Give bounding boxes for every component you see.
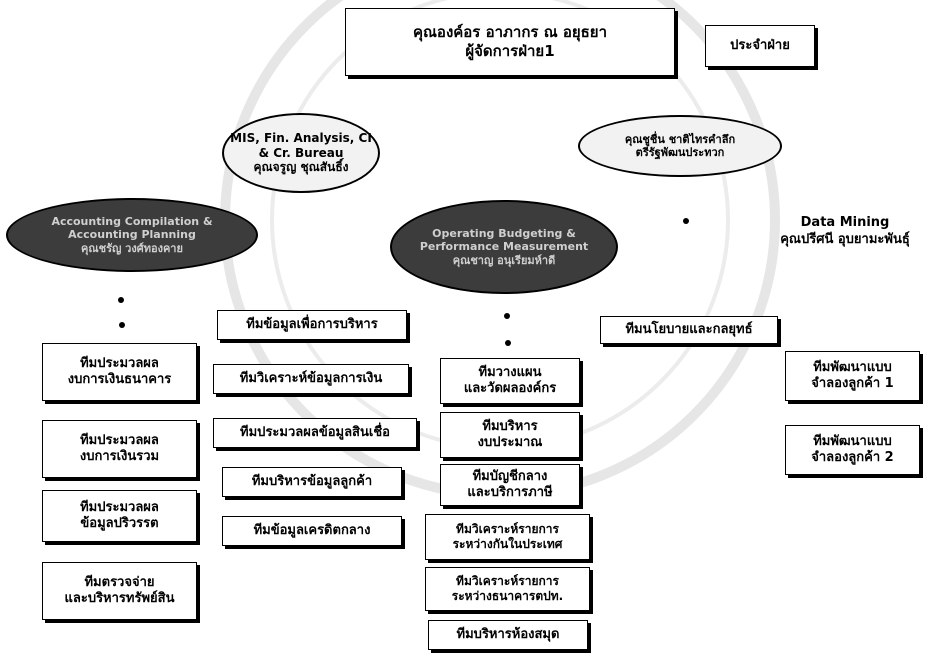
operating-unit-ellipse: Operating Budgeting & Performance Measur… — [390, 200, 618, 294]
team-box-mis-2: ทีมวิเคราะห์ข้อมูลการเงิน — [213, 364, 409, 394]
right-dept-ellipse: คุณชูชื่น ชาติไทรคำลึก ตรีรัฐพัฒนประทวก — [578, 115, 782, 177]
team-box-mis-5: ทีมข้อมูลเครดิตกลาง — [222, 516, 402, 546]
department-staff-label: ประจำฝ่าย — [730, 37, 790, 53]
team-box-accounting-3: ทีมประมวลผล ข้อมูลปริวรรต — [42, 490, 197, 542]
team-box-operating-3: ทีมบัญชีกลาง และบริการภาษี — [440, 464, 580, 506]
mis-unit-ellipse: MIS, Fin. Analysis, CI & Cr. Bureau คุณจ… — [222, 113, 380, 193]
connector-dot — [118, 297, 124, 303]
team-box-accounting-1: ทีมประมวลผล งบการเงินธนาคาร — [42, 343, 197, 401]
team-box-data-mining-1: ทีมพัฒนาแบบ จำลองลูกค้า 1 — [785, 351, 920, 401]
connector-dot — [504, 313, 510, 319]
connector-dot — [683, 218, 689, 224]
connector-dot — [119, 322, 125, 328]
team-box-policy: ทีมนโยบายและกลยุทธ์ — [600, 316, 778, 344]
team-box-data-mining-2: ทีมพัฒนาแบบ จำลองลูกค้า 2 — [785, 425, 920, 475]
team-box-mis-4: ทีมบริหารข้อมูลลูกค้า — [222, 467, 402, 497]
head-manager-title: ผู้จัดการฝ่าย1 — [465, 42, 555, 60]
team-box-operating-5: ทีมวิเคราะห์รายการ ระหว่างธนาคารตปท. — [425, 567, 590, 611]
team-box-accounting-4: ทีมตรวจจ่าย และบริหารทรัพย์สิน — [42, 562, 197, 620]
connector-dot — [505, 340, 511, 346]
head-manager-name: คุณองค์อร อาภากร ณ อยุธยา — [412, 23, 607, 42]
accounting-unit-ellipse: Accounting Compilation & Accounting Plan… — [6, 198, 258, 272]
team-box-operating-1: ทีมวางแผน และวัดผลองค์กร — [440, 358, 580, 404]
team-box-operating-6: ทีมบริหารห้องสมุด — [428, 620, 588, 650]
department-staff-box: ประจำฝ่าย — [705, 25, 815, 67]
team-box-mis-1: ทีมข้อมูลเพื่อการบริหาร — [217, 310, 407, 340]
team-box-mis-3: ทีมประมวลผลข้อมูลสินเชื่อ — [213, 418, 417, 448]
team-box-accounting-2: ทีมประมวลผล งบการเงินรวม — [42, 420, 197, 478]
team-box-operating-2: ทีมบริหาร งบประมาณ — [440, 412, 580, 458]
data-mining-unit: Data Mining คุณปรีศนี อุบยามะพันธุ์ — [780, 215, 910, 247]
head-manager-box: คุณองค์อร อาภากร ณ อยุธยา ผู้จัดการฝ่าย1 — [345, 8, 675, 76]
team-box-operating-4: ทีมวิเคราะห์รายการ ระหว่างกันในประเทศ — [425, 514, 590, 560]
